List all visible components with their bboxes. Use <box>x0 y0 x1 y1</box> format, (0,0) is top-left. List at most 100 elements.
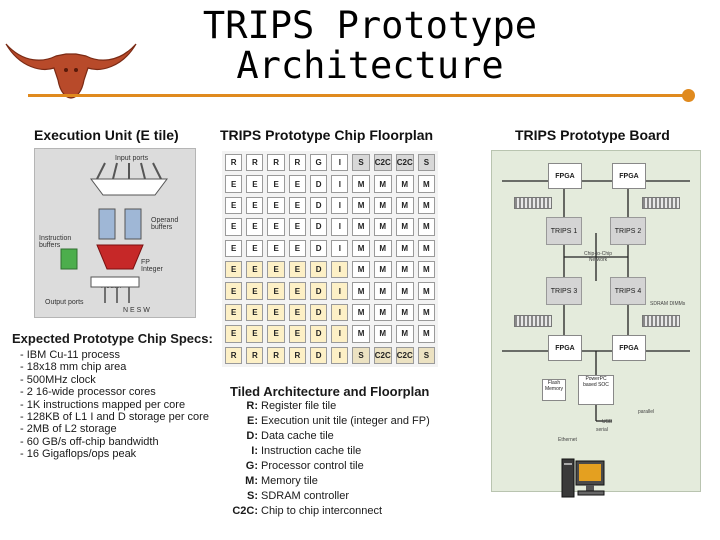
legend-text: Instruction cache tile <box>261 445 362 457</box>
fpga-chip: FPGA <box>612 163 646 189</box>
floorplan-tile: M <box>352 303 370 322</box>
floorplan-tile: R <box>288 346 306 364</box>
floorplan-tile: E <box>267 260 285 279</box>
floorplan-tile: D <box>309 303 328 322</box>
floorplan-tile: M <box>373 239 392 257</box>
title-divider <box>28 94 690 97</box>
trips-chip: TRIPS 3 <box>546 277 582 305</box>
floorplan-tile: D <box>309 260 328 279</box>
floorplan-tile: I <box>331 196 349 215</box>
parallel-label: parallel <box>638 409 655 415</box>
legend-key: R: <box>246 400 258 412</box>
serial-label: serial <box>596 427 608 433</box>
floorplan-tile: I <box>331 346 349 364</box>
floorplan-tile: R <box>288 154 306 172</box>
title-line-2: Architecture <box>236 44 504 87</box>
floorplan-tile: D <box>309 239 328 257</box>
floorplan-tile: E <box>246 260 264 279</box>
legend-key: D: <box>246 430 258 442</box>
floorplan-tile: D <box>309 346 328 364</box>
direction-labels: N E S W <box>123 307 150 314</box>
trips-chip: TRIPS 2 <box>610 217 646 245</box>
floorplan-tile: M <box>395 282 414 300</box>
floorplan-tile: I <box>331 154 349 172</box>
floorplan-tile: E <box>288 196 306 215</box>
board-heading: TRIPS Prototype Board <box>515 127 670 143</box>
floorplan-tile: M <box>395 303 414 322</box>
floorplan-tile: D <box>309 282 328 300</box>
floorplan-tile: M <box>352 282 370 300</box>
floorplan-tile: E <box>267 282 285 300</box>
floorplan-tile: M <box>417 303 435 322</box>
floorplan-tile: C2C <box>373 154 392 172</box>
floorplan-tile: E <box>246 303 264 322</box>
floorplan-tile: R <box>225 154 243 172</box>
etile-diagram: Input ports Operand buffers Instruction … <box>34 148 196 318</box>
floorplan-tile: M <box>352 260 370 279</box>
floorplan-tile: M <box>395 260 414 279</box>
floorplan-tile: M <box>395 175 414 193</box>
floorplan-tile: M <box>395 325 414 343</box>
floorplan-tile: E <box>225 325 243 343</box>
floorplan-tile: E <box>246 325 264 343</box>
floorplan-tile: I <box>331 218 349 236</box>
floorplan-tile: M <box>352 175 370 193</box>
prototype-board: FPGA FPGA FPGA FPGA TRIPS 1 TRIPS 2 TRIP… <box>491 150 701 492</box>
legend-key: I: <box>251 445 258 457</box>
flash-memory-box: Flash Memory <box>542 379 566 401</box>
floorplan-tile: R <box>225 346 243 364</box>
floorplan-tile: E <box>246 175 264 193</box>
legend-row: G:Processor control tile <box>228 459 430 474</box>
legend-row: S:SDRAM controller <box>228 489 430 504</box>
spec-item: - 128KB of L1 I and D storage per core <box>20 411 209 424</box>
floorplan-tile: E <box>225 282 243 300</box>
floorplan-tile: M <box>417 218 435 236</box>
floorplan-tile: D <box>309 325 328 343</box>
output-ports-label: Output ports <box>45 299 84 306</box>
floorplan-tile: C2C <box>373 346 392 364</box>
floorplan-tile: M <box>373 218 392 236</box>
floorplan-tile: E <box>225 239 243 257</box>
fpga-chip: FPGA <box>548 335 582 361</box>
floorplan-tile: E <box>267 196 285 215</box>
specs-list: - IBM Cu-11 process - 18x18 mm chip area… <box>20 349 209 461</box>
spec-item: - 16 Gigaflops/ops peak <box>20 448 137 461</box>
floorplan-tile: E <box>267 218 285 236</box>
floorplan-tile: M <box>417 325 435 343</box>
legend-key: G: <box>245 460 258 472</box>
legend-row: R:Register file tile <box>228 399 430 414</box>
legend-text: Chip to chip interconnect <box>261 505 383 517</box>
legend-key: S: <box>247 490 258 502</box>
floorplan-tile: M <box>395 218 414 236</box>
floorplan-tile: D <box>309 175 328 193</box>
instruction-buffers-label: Instruction buffers <box>39 235 72 249</box>
floorplan-tile: E <box>288 282 306 300</box>
specs-heading: Expected Prototype Chip Specs: <box>12 331 213 346</box>
operand-buffers-label: Operand buffers <box>151 217 179 231</box>
dimm-module <box>514 197 552 209</box>
floorplan-tile: S <box>352 154 370 172</box>
floorplan-tile: R <box>246 346 264 364</box>
floorplan-tile: R <box>267 154 285 172</box>
longhorn-logo-icon <box>5 43 137 99</box>
floorplan-tile: M <box>417 260 435 279</box>
legend-row: C2C:Chip to chip interconnect <box>228 504 430 519</box>
ethernet-label: Ethernet <box>558 437 577 443</box>
fp-integer-label: FP Integer <box>141 259 163 273</box>
floorplan-tile: M <box>352 218 370 236</box>
fpga-chip: FPGA <box>548 163 582 189</box>
title-line-1: TRIPS Prototype <box>202 4 538 47</box>
floorplan-tile: E <box>246 282 264 300</box>
input-ports-label: Input ports <box>115 155 149 162</box>
floorplan-tile: M <box>417 239 435 257</box>
floorplan-tile: D <box>309 196 328 215</box>
floorplan-heading: TRIPS Prototype Chip Floorplan <box>220 127 434 143</box>
floorplan-tile: M <box>395 196 414 215</box>
floorplan-tile: E <box>267 303 285 322</box>
floorplan-tile: M <box>373 303 392 322</box>
floorplan-tile: I <box>331 239 349 257</box>
legend-text: Processor control tile <box>261 460 364 472</box>
legend-text: SDRAM controller <box>261 490 350 502</box>
dimm-module <box>642 315 680 327</box>
floorplan-tile: M <box>373 196 392 215</box>
